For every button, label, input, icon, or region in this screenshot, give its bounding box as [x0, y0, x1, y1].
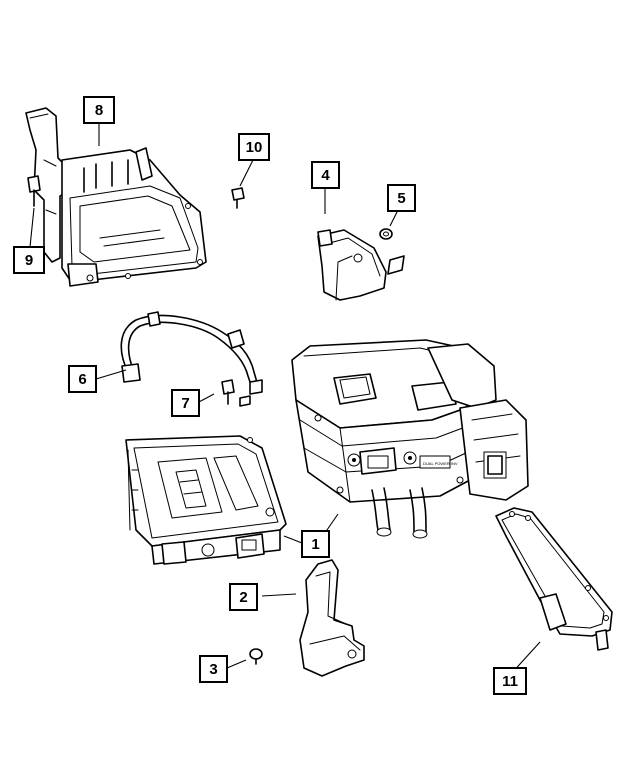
callout-1: 1: [301, 530, 330, 558]
part-3-bolt[interactable]: [249, 648, 263, 665]
part-10-bolt[interactable]: [231, 187, 245, 209]
part-1-inverter-module[interactable]: DUAL POWER INV: [291, 339, 529, 539]
part-8-mounting-tray[interactable]: [25, 107, 207, 287]
callout-label: 4: [321, 167, 330, 184]
part-6-cable[interactable]: [120, 311, 263, 395]
callout-3: 3: [199, 655, 228, 683]
callout-label: 11: [502, 673, 518, 690]
part-9-bolt[interactable]: [27, 175, 41, 207]
callout-label: 3: [209, 661, 217, 678]
part-5-nut[interactable]: [379, 228, 393, 240]
callout-2: 2: [229, 583, 258, 611]
callout-10: 10: [238, 133, 270, 161]
callout-label: 6: [78, 371, 86, 388]
unit-label-text: DUAL POWER INV: [423, 461, 458, 466]
callout-label: 7: [181, 395, 189, 412]
part-11-cover[interactable]: [495, 507, 613, 651]
callout-4: 4: [311, 161, 340, 189]
callout-label: 2: [239, 589, 247, 606]
control-module[interactable]: [125, 435, 287, 565]
callout-label: 9: [25, 252, 33, 269]
callout-11: 11: [493, 667, 527, 695]
callout-5: 5: [387, 184, 416, 212]
callout-9: 9: [13, 246, 45, 274]
part-7-bolt[interactable]: [221, 379, 251, 407]
callout-8: 8: [83, 96, 115, 124]
callout-label: 1: [311, 536, 319, 553]
callout-label: 10: [246, 139, 263, 156]
callout-6: 6: [68, 365, 97, 393]
part-2-bracket[interactable]: [299, 559, 365, 677]
callout-label: 8: [95, 102, 103, 119]
callout-7: 7: [171, 389, 200, 417]
callout-label: 5: [397, 190, 405, 207]
part-4-bracket[interactable]: [317, 229, 405, 301]
